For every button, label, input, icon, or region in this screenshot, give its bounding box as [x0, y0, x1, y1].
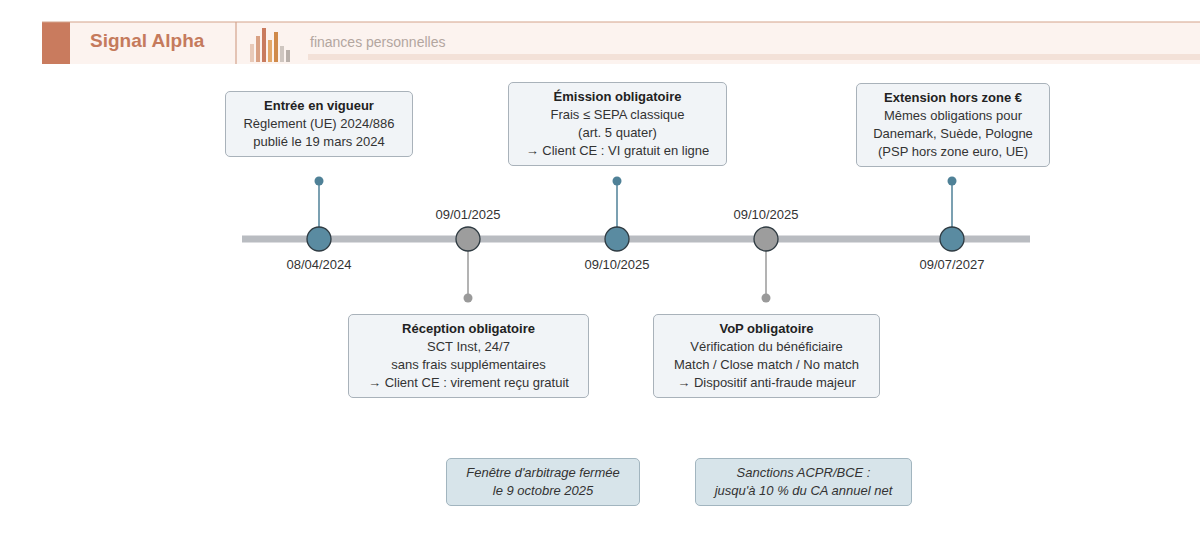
milestone-marker: [456, 227, 480, 251]
icon-bar: [286, 50, 290, 62]
header-divider: [235, 22, 236, 64]
note-text: Fenêtre d'arbitrage fermée le 9 octobre …: [453, 464, 633, 500]
icon-bar: [250, 44, 254, 62]
box-heading: VoP obligatoire: [660, 320, 873, 338]
date-label: 08/04/2024: [286, 256, 351, 274]
note-box: Fenêtre d'arbitrage fermée le 9 octobre …: [446, 458, 640, 506]
stem: [951, 181, 953, 227]
stem-dot: [464, 294, 473, 303]
stem-dot: [948, 177, 957, 186]
stems: [315, 177, 957, 303]
milestone-marker: [605, 227, 629, 251]
box-body: SCT Inst, 24/7 sans frais supplémentaire…: [355, 338, 582, 392]
box-heading: Entrée en vigueur: [232, 97, 406, 115]
icon-bar: [280, 46, 284, 62]
milestone-marker: [307, 227, 331, 251]
milestone-box: Extension hors zone €Mêmes obligations p…: [856, 83, 1050, 167]
bar-icon: [250, 28, 290, 62]
milestone-box: Émission obligatoireFrais ≤ SEPA classiq…: [508, 82, 727, 166]
date-label: 09/10/2025: [733, 206, 798, 224]
header-band: [70, 22, 1200, 64]
stem: [765, 251, 767, 298]
date-label: 09/07/2027: [919, 256, 984, 274]
box-heading: Émission obligatoire: [515, 88, 720, 106]
milestone-marker: [940, 227, 964, 251]
header-underline: [308, 54, 1200, 60]
stem-dot: [315, 177, 324, 186]
stem: [318, 181, 320, 227]
brand-title: Signal Alpha: [90, 30, 204, 52]
date-label: 09/10/2025: [584, 256, 649, 274]
milestone-box: Réception obligatoireSCT Inst, 24/7 sans…: [348, 314, 589, 398]
timeline-axis: [242, 236, 1030, 243]
icon-bar: [274, 32, 278, 62]
stem: [616, 181, 618, 227]
box-body: Vérification du bénéficiaire Match / Clo…: [660, 338, 873, 392]
header-rule: [42, 21, 1200, 22]
date-label: 09/01/2025: [435, 206, 500, 224]
box-body: Frais ≤ SEPA classique (art. 5 quater) →…: [515, 106, 720, 160]
milestone-box: VoP obligatoireVérification du bénéficia…: [653, 314, 880, 398]
box-body: Règlement (UE) 2024/886 publié le 19 mar…: [232, 115, 406, 151]
header-subtitle: finances personnelles: [310, 33, 445, 51]
note-box: Sanctions ACPR/BCE : jusqu'à 10 % du CA …: [695, 458, 912, 506]
header-accent: [42, 22, 70, 64]
stem: [467, 251, 469, 298]
milestones: [307, 227, 964, 251]
note-text: Sanctions ACPR/BCE : jusqu'à 10 % du CA …: [702, 464, 905, 500]
stem-dot: [762, 294, 771, 303]
milestone-marker: [754, 227, 778, 251]
milestone-box: Entrée en vigueurRèglement (UE) 2024/886…: [225, 91, 413, 157]
box-body: Mêmes obligations pour Danemark, Suède, …: [863, 107, 1043, 161]
icon-bar: [256, 36, 260, 62]
stem-dot: [613, 177, 622, 186]
box-heading: Extension hors zone €: [863, 89, 1043, 107]
icon-bar: [262, 28, 266, 62]
box-heading: Réception obligatoire: [355, 320, 582, 338]
icon-bar: [268, 40, 272, 62]
